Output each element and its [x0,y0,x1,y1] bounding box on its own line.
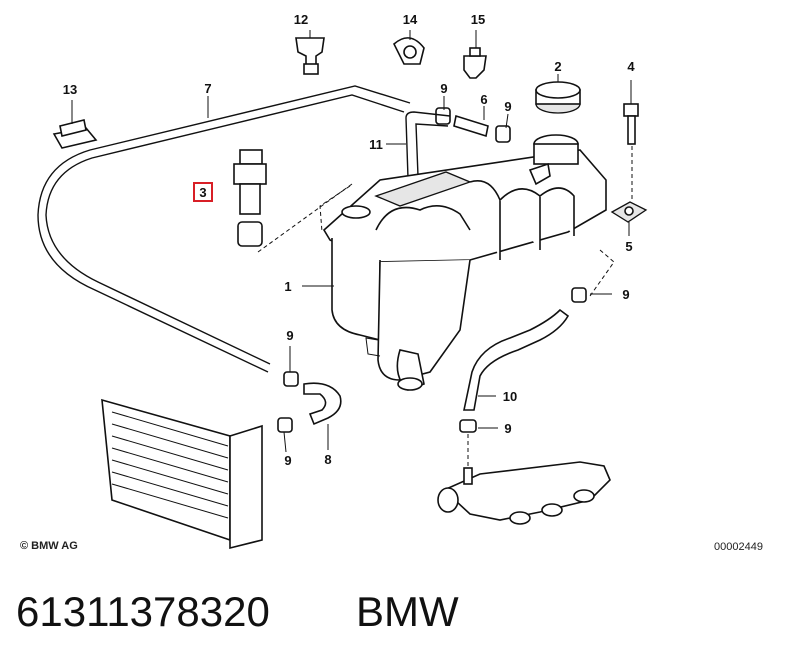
clamp-9-left-lower [277,417,293,433]
callout-5: 5 [625,239,632,254]
callout-13: 13 [63,82,77,97]
exploded-view-drawing: 1 2 3 4 5 6 7 8 9 9 9 9 9 9 10 11 12 13 … [37,12,648,550]
callout-7: 7 [204,81,211,96]
bolt-part-4 [623,80,639,145]
callout-11: 11 [369,137,383,152]
callout-3-highlight [193,182,213,202]
callout-6: 6 [480,92,487,107]
clip-part-12 [295,30,325,75]
nut-part-5 [610,146,648,236]
clamp-9-lower [459,419,477,433]
hose-part-6 [435,107,511,143]
overflow-hose-7 [37,85,411,373]
callout-4: 4 [627,59,635,74]
callout-2: 2 [554,59,561,74]
callout-8: 8 [324,452,331,467]
hose-part-8 [303,382,342,426]
clamp-part-14 [393,30,425,65]
clamp-9-upper-right [571,287,587,303]
callout-9-b: 9 [504,99,511,114]
callout-9-c: 9 [622,287,629,302]
clamp-9-left-upper [283,371,299,387]
hose-part-10 [463,308,570,411]
level-sensor-part-3 [233,149,353,253]
vent-hose-11 [405,111,451,179]
copyright-notice: © BMW AG [20,540,78,552]
part-number: 61311378320 [16,588,270,635]
callout-9-a: 9 [440,81,447,96]
callout-10: 10 [503,389,517,404]
water-pipe-manifold [437,461,611,525]
document-number: 00002449 [714,541,763,553]
callout-14: 14 [403,12,418,27]
parts-diagram: 1 2 3 4 5 6 7 8 9 9 9 9 9 9 10 11 12 13 … [37,12,648,550]
callout-15: 15 [471,12,485,27]
callout-1: 1 [284,279,291,294]
expansion-tank-part-1 [319,134,615,391]
callout-9-d: 9 [286,328,293,343]
brand-name: BMW [356,588,459,635]
callout-9-f: 9 [504,421,511,436]
clip-part-15 [463,30,487,79]
bracket-part-13 [52,100,98,149]
callout-12: 12 [294,12,308,27]
callout-3: 3 [199,185,206,200]
cap-part-2 [535,74,581,114]
radiator [101,398,263,550]
callout-9-e: 9 [284,453,291,468]
